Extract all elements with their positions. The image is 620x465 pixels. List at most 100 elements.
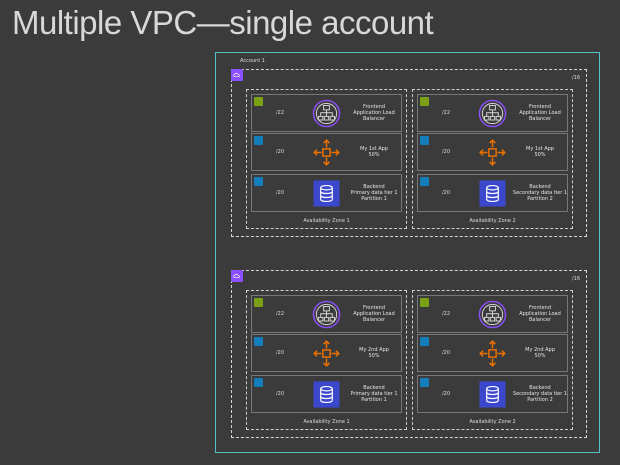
- database-icon: [313, 381, 340, 408]
- availability-zone: /22 Frontend Application Load Balancer /…: [412, 290, 573, 430]
- service-detail: Secondary data tier 1: [512, 390, 568, 397]
- service-detail: 50%: [534, 353, 546, 359]
- service-name: Frontend: [528, 103, 552, 110]
- application-load-balancer-icon: [478, 300, 507, 329]
- subnet-cidr: /20: [442, 391, 451, 397]
- subnet: /20 Backend Primary data tier 1 Partitio…: [251, 375, 402, 413]
- private-subnet-icon: [420, 136, 429, 145]
- subnet-cidr: /20: [276, 190, 285, 196]
- subnet-cidr: /20: [276, 391, 285, 397]
- service-detail: Application Load Balancer: [353, 310, 395, 324]
- account-label: Account 1: [240, 58, 265, 64]
- service-partition: Partition 1: [361, 196, 387, 203]
- private-subnet-icon: [254, 177, 263, 186]
- application-load-balancer-icon: [478, 99, 507, 128]
- auto-scaling-arrows-icon: [479, 340, 506, 367]
- service-label: My 1st App 50%: [510, 134, 570, 170]
- subnet-cidr: /22: [276, 311, 285, 317]
- availability-zone: /22 Frontend Application Load Balancer /…: [246, 290, 407, 430]
- service-label: My 1st App 50%: [344, 134, 404, 170]
- service-name: Frontend: [528, 304, 552, 311]
- subnet-cidr: /22: [276, 110, 285, 116]
- vpc-boundary: /16 /22 Frontend Application Load Balanc…: [231, 270, 587, 438]
- service-name: My 2nd App: [359, 346, 389, 353]
- subnet-cidr: /20: [442, 190, 451, 196]
- database-icon: [479, 180, 506, 207]
- subnet: /20 Backend Secondary data tier 1 Partit…: [417, 174, 568, 212]
- application-load-balancer-icon: [312, 300, 341, 329]
- vpc-cidr: /16: [571, 276, 580, 282]
- service-name: Backend: [363, 384, 385, 391]
- private-subnet-icon: [254, 337, 263, 346]
- database-icon: [313, 180, 340, 207]
- subnet-cidr: /22: [442, 311, 451, 317]
- service-detail: 50%: [534, 152, 546, 158]
- service-label: Backend Primary data tier 1 Partition 1: [344, 175, 404, 211]
- service-label: Frontend Application Load Balancer: [344, 95, 404, 131]
- service-detail: Application Load Balancer: [353, 109, 395, 123]
- subnet-cidr: /20: [276, 350, 285, 356]
- vpc-boundary: /16 /22 Frontend Application Load Balanc…: [231, 69, 587, 237]
- service-label: Backend Primary data tier 1 Partition 1: [344, 376, 404, 412]
- availability-zone-label: Availability Zone 2: [469, 419, 516, 425]
- public-subnet-icon: [254, 298, 263, 307]
- public-subnet-icon: [254, 97, 263, 106]
- availability-zone: /22 Frontend Application Load Balancer /…: [412, 89, 573, 229]
- subnet: /20 Backend Secondary data tier 1 Partit…: [417, 375, 568, 413]
- availability-zone: /22 Frontend Application Load Balancer /…: [246, 89, 407, 229]
- service-detail: 50%: [368, 152, 380, 158]
- subnet: /22 Frontend Application Load Balancer: [417, 94, 568, 132]
- availability-zone-label: Availability Zone 1: [303, 419, 350, 425]
- service-name: Backend: [529, 384, 551, 391]
- subnet-cidr: /20: [442, 350, 451, 356]
- application-load-balancer-icon: [312, 99, 341, 128]
- service-detail: Application Load Balancer: [519, 310, 561, 324]
- service-label: Frontend Application Load Balancer: [510, 296, 570, 332]
- service-label: Backend Secondary data tier 1 Partition …: [510, 175, 570, 211]
- slide-title: Multiple VPC—single account: [12, 4, 434, 41]
- service-detail: Secondary data tier 1: [512, 189, 568, 196]
- subnet-cidr: /20: [276, 149, 285, 155]
- account-boundary: Account 1 /16 /22 Frontend Application L…: [215, 52, 600, 453]
- service-label: My 2nd App 50%: [344, 335, 404, 371]
- service-detail: 50%: [368, 353, 380, 359]
- service-partition: Partition 2: [527, 196, 553, 203]
- subnet-cidr: /20: [442, 149, 451, 155]
- service-label: Frontend Application Load Balancer: [344, 296, 404, 332]
- private-subnet-icon: [420, 378, 429, 387]
- service-name: My 1st App: [360, 145, 388, 152]
- service-label: Backend Secondary data tier 1 Partition …: [510, 376, 570, 412]
- service-label: My 2nd App 50%: [510, 335, 570, 371]
- private-subnet-icon: [254, 378, 263, 387]
- subnet: /20 My 1st App 50%: [417, 133, 568, 171]
- vpc-icon: [231, 270, 243, 282]
- service-partition: Partition 1: [361, 397, 387, 404]
- subnet: /22 Frontend Application Load Balancer: [417, 295, 568, 333]
- service-name: Frontend: [362, 304, 386, 311]
- public-subnet-icon: [420, 97, 429, 106]
- service-detail: Application Load Balancer: [519, 109, 561, 123]
- availability-zone-label: Availability Zone 1: [303, 218, 350, 224]
- private-subnet-icon: [420, 177, 429, 186]
- availability-zone-label: Availability Zone 2: [469, 218, 516, 224]
- service-name: Backend: [529, 183, 551, 190]
- private-subnet-icon: [254, 136, 263, 145]
- auto-scaling-arrows-icon: [313, 139, 340, 166]
- service-name: My 1st App: [526, 145, 554, 152]
- auto-scaling-arrows-icon: [479, 139, 506, 166]
- service-detail: Primary data tier 1: [350, 390, 398, 397]
- vpc-cidr: /16: [571, 75, 580, 81]
- subnet-cidr: /22: [442, 110, 451, 116]
- service-detail: Primary data tier 1: [350, 189, 398, 196]
- public-subnet-icon: [420, 298, 429, 307]
- service-name: Frontend: [362, 103, 386, 110]
- subnet: /20 Backend Primary data tier 1 Partitio…: [251, 174, 402, 212]
- database-icon: [479, 381, 506, 408]
- subnet: /20 My 1st App 50%: [251, 133, 402, 171]
- auto-scaling-arrows-icon: [313, 340, 340, 367]
- subnet: /20 My 2nd App 50%: [417, 334, 568, 372]
- subnet: /22 Frontend Application Load Balancer: [251, 94, 402, 132]
- service-name: My 2nd App: [525, 346, 555, 353]
- subnet: /20 My 2nd App 50%: [251, 334, 402, 372]
- vpc-icon: [231, 69, 243, 81]
